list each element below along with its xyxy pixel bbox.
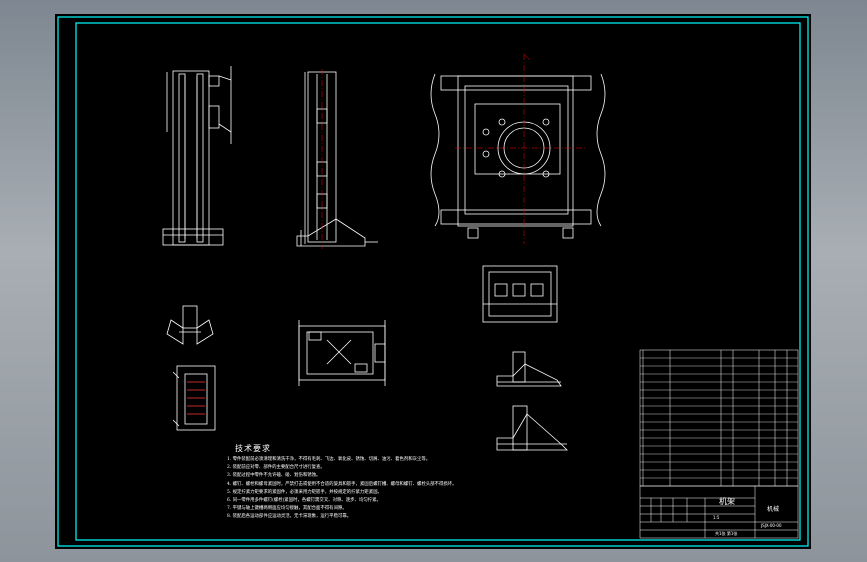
hatch-marks — [187, 381, 205, 415]
tech-requirement-item: 3. 装配过程中零件不允许磕、碰、划伤和锈蚀。 — [227, 473, 321, 479]
tech-requirement-item: 7. 平键与轴上键槽两侧面应均匀接触，其配合面不得有间隙。 — [227, 506, 347, 512]
outer-frame — [57, 16, 809, 547]
view-gusset-b — [496, 405, 568, 451]
view-front-column — [162, 66, 232, 246]
title-block-drawing-no: JSJX-00-00 — [761, 523, 782, 528]
view-side-column — [296, 71, 378, 247]
view-base-plan — [298, 320, 386, 386]
tech-requirement-item: 8. 装配后各运动部件应运动灵活，无卡滞现象，运行平稳可靠。 — [227, 514, 352, 520]
tech-requirements-title: 技术要求 — [235, 444, 271, 453]
tech-requirement-item: 5. 规定拧紧力矩要求的紧固件，必须采用力矩扳手，并按规定的拧紧力矩紧固。 — [227, 489, 382, 495]
view-slider-block — [482, 265, 558, 323]
tech-requirement-item: 4. 螺钉、螺栓和螺母紧固时，严禁打击或使用不合适的旋具和扳手，紧固后螺钉槽、螺… — [227, 481, 457, 487]
title-block — [639, 485, 799, 539]
title-block-scale: 1:5 — [713, 515, 720, 520]
tech-requirement-item: 6. 同一零件用多件螺钉(螺栓)紧固时，各螺钉需交叉、对称、逐步、均匀拧紧。 — [227, 498, 381, 503]
inner-frame — [75, 22, 801, 541]
tech-requirement-item: 2. 装配前应对零、部件的主要配合尺寸进行复查。 — [227, 465, 325, 471]
drawing-sheet: 技术要求 1. 零件装配前必须清理和清洗干净，不得有毛刺、飞边、氧化皮、锈蚀、切… — [55, 14, 811, 549]
parts-list — [639, 349, 799, 487]
view-y-bracket — [166, 305, 214, 345]
view-gusset-a — [496, 351, 562, 387]
title-block-name: 机架 — [719, 497, 735, 506]
view-top-plan — [430, 73, 606, 239]
cad-drawing — [57, 16, 809, 547]
title-block-company: 机械 — [767, 506, 780, 513]
title-block-sheet: 共1张 第1张 — [715, 531, 738, 536]
view-hatched-section — [172, 365, 216, 431]
tech-requirement-item: 1. 零件装配前必须清理和清洗干净，不得有毛刺、飞边、氧化皮、锈蚀、切屑、油污、… — [227, 457, 431, 462]
